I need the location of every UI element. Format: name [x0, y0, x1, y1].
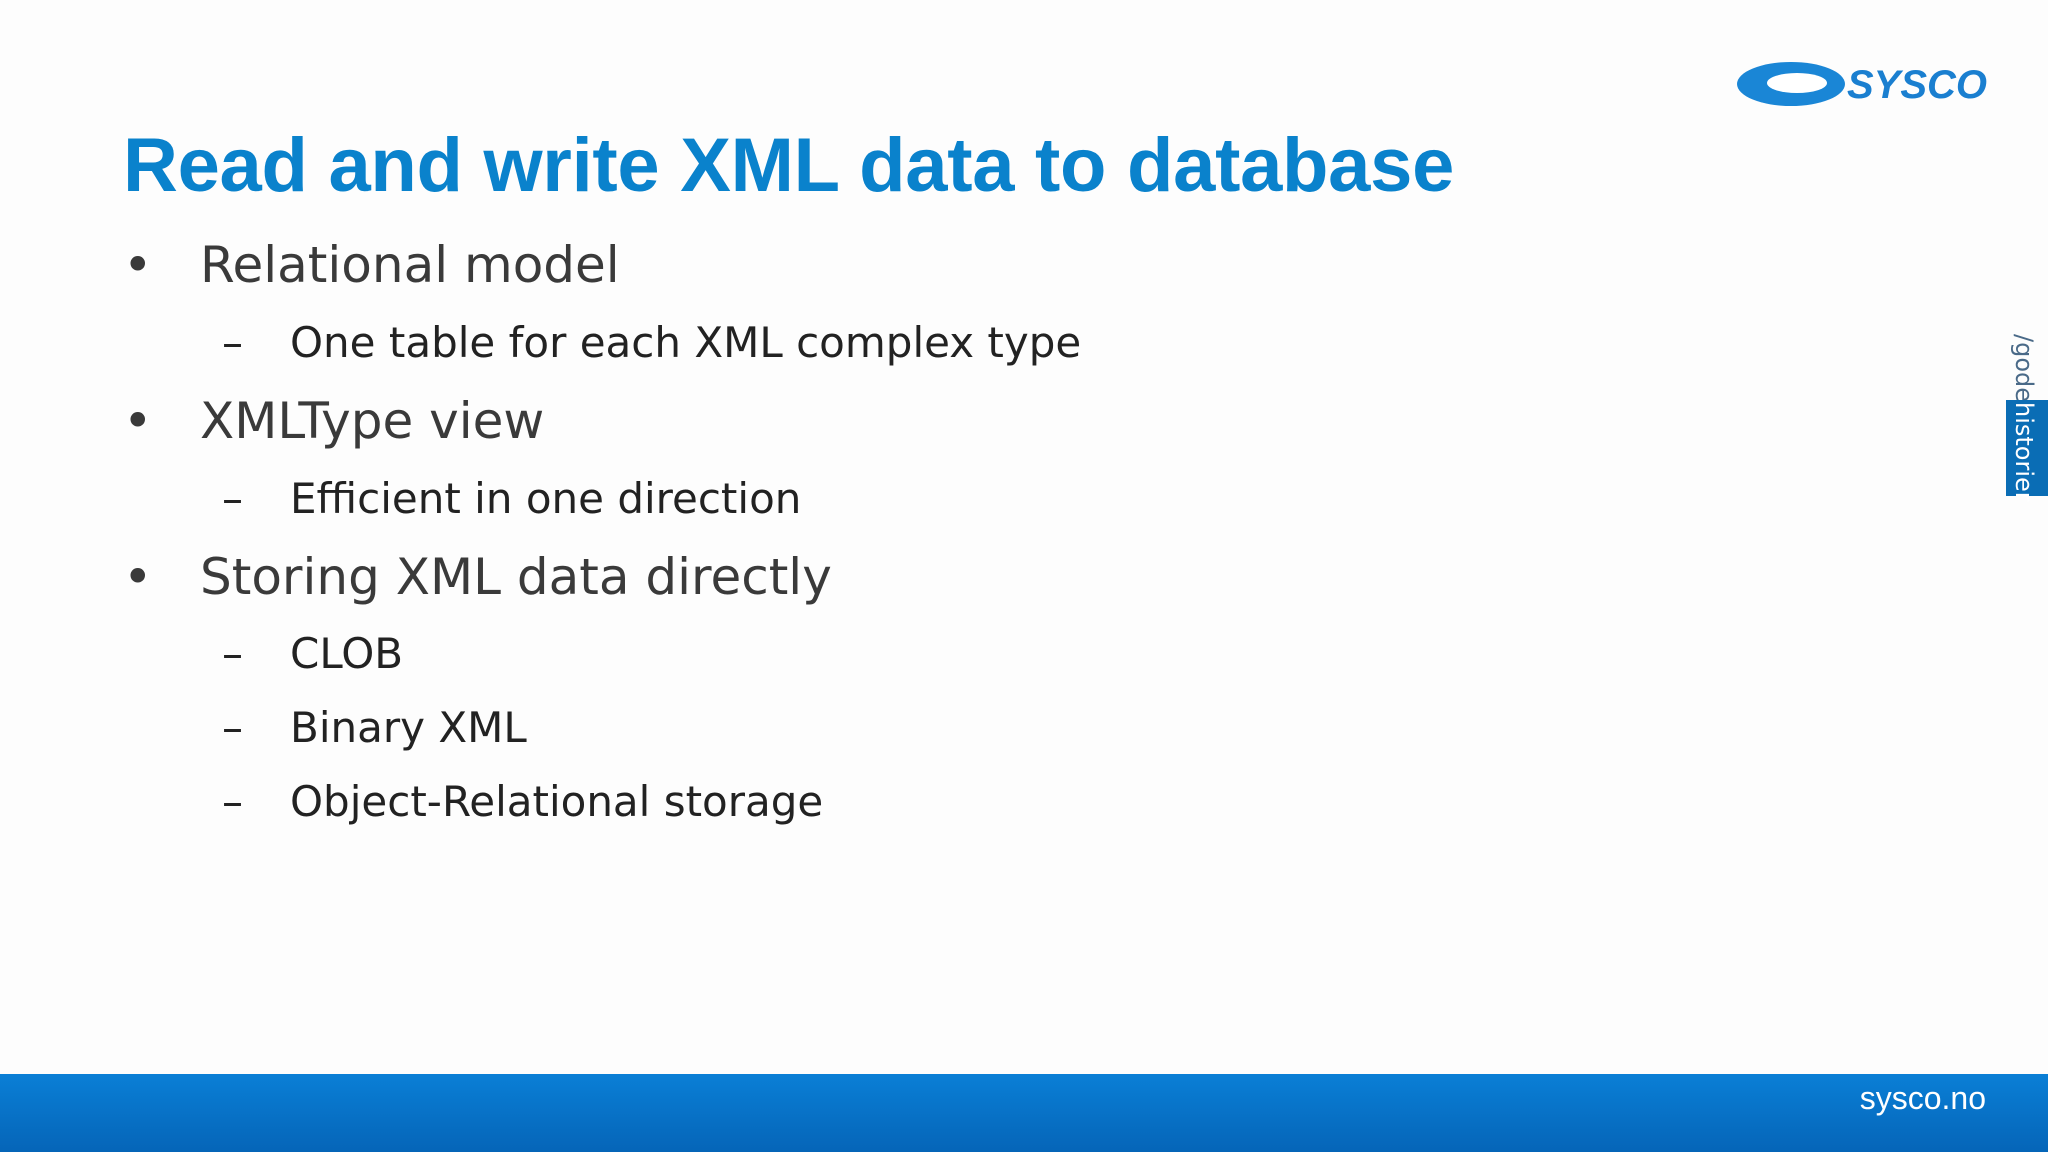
- dash-marker: –: [222, 703, 243, 752]
- bullet-marker: •: [123, 392, 153, 450]
- dash-marker: –: [222, 629, 243, 678]
- footer-bar: [0, 1074, 2048, 1152]
- sysco-logo-icon: SYSCO: [1737, 62, 1987, 107]
- dash-marker: –: [222, 318, 243, 367]
- side-tab-gode-historier[interactable]: /gode historier: [2006, 330, 2048, 502]
- side-tab-gode: /gode: [2010, 334, 2038, 403]
- footer-url[interactable]: sysco.no: [1859, 1080, 1986, 1116]
- bullet-marker: •: [123, 548, 153, 606]
- bullet-storing-xml: Storing XML data directly: [200, 548, 832, 606]
- dash-marker: –: [222, 474, 243, 523]
- side-tab-historier: historier: [2010, 402, 2038, 502]
- bullet-relational-model: Relational model: [200, 236, 620, 294]
- sub-bullet-one-table: One table for each XML complex type: [290, 318, 1082, 367]
- logo: SYSCO: [1735, 58, 1995, 110]
- dash-marker: –: [222, 777, 243, 826]
- svg-text:SYSCO: SYSCO: [1847, 63, 1987, 107]
- sub-bullet-binary-xml: Binary XML: [290, 703, 527, 752]
- bullet-marker: •: [123, 236, 153, 294]
- sub-bullet-efficient: Efficient in one direction: [290, 474, 802, 523]
- sub-bullet-object-relational: Object-Relational storage: [290, 777, 824, 826]
- slide-title: Read and write XML data to database: [123, 123, 1455, 208]
- bullet-xmltype-view: XMLType view: [200, 392, 545, 450]
- sub-bullet-clob: CLOB: [290, 629, 404, 678]
